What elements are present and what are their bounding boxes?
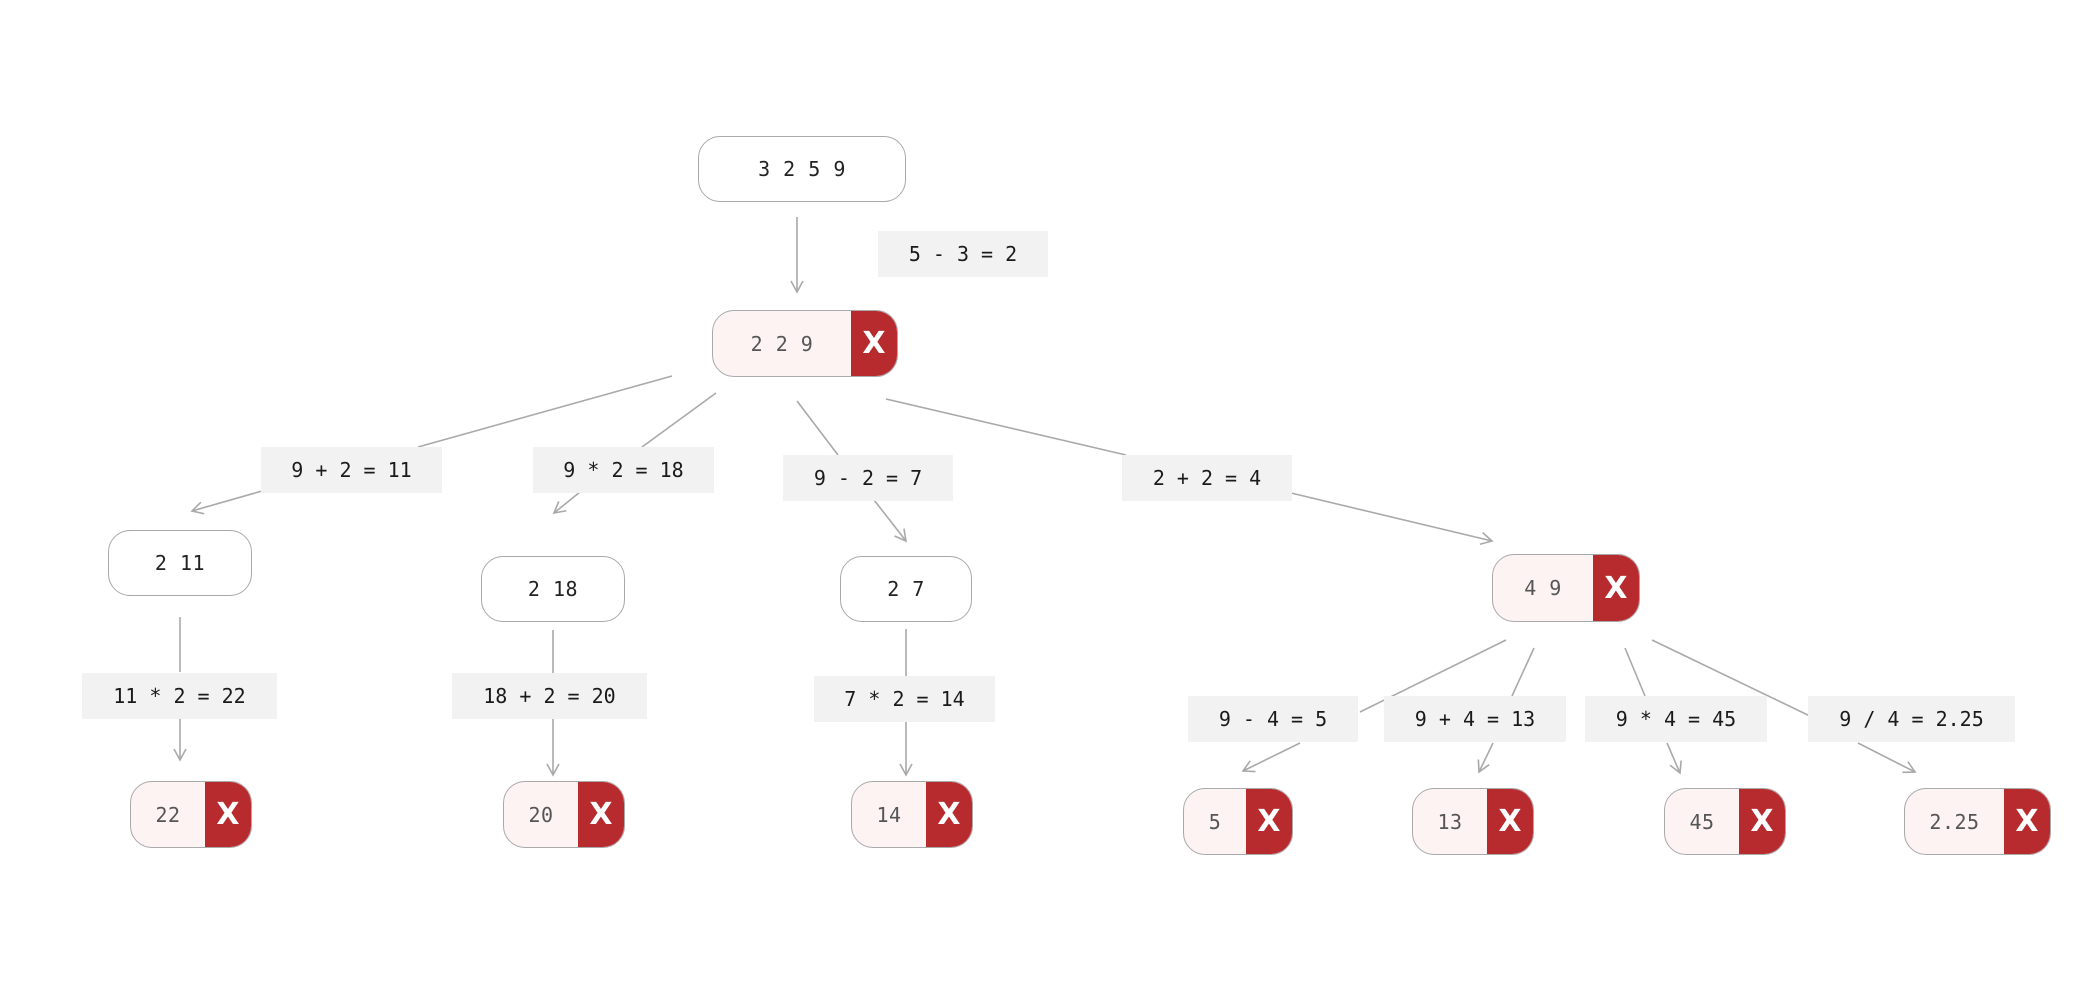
op-label-9-plus-2: 9 + 2 = 11 [261,447,442,493]
node-45: 45 X [1664,788,1786,855]
fail-x-icon: X [578,782,624,847]
op-label-11-times-2: 11 * 2 = 22 [82,673,277,719]
node-4-9-values: 4 9 [1524,576,1562,600]
op-label-2-plus-2: 2 + 2 = 4 [1122,455,1292,501]
edge-4-9-to-13-tail [1477,742,1494,774]
op-label-9-minus-4: 9 - 4 = 5 [1188,696,1358,742]
node-14: 14 X [851,781,973,848]
fail-x-icon: X [205,782,251,847]
node-4-9: 4 9 X [1492,554,1640,622]
node-14-value: 14 [876,802,902,827]
fail-x-icon: X [1593,555,1639,621]
edge-229-to-2-7 [796,400,839,456]
node-2-18: 2 18 [481,556,625,622]
fail-x-icon: X [1487,789,1533,854]
op-label-18-plus-2: 18 + 2 = 20 [452,673,647,719]
node-root-values: 3 2 5 9 [758,157,846,181]
edge-4-9-to-45 [1624,647,1646,697]
node-2-11: 2 11 [108,530,252,596]
op-label-9-div-4: 9 / 4 = 2.25 [1808,696,2015,742]
node-2-25: 2.25 X [1904,788,2051,855]
op-label-7-times-2: 7 * 2 = 14 [814,676,995,722]
edge-229-to-4-9 [885,398,1127,456]
node-2-25-value: 2.25 [1929,809,1980,834]
edge-229-to-2-18-tail [552,491,581,515]
node-20: 20 X [503,781,625,848]
node-13: 13 X [1412,788,1534,855]
op-label-5-minus-3: 5 - 3 = 2 [878,231,1048,277]
node-2-11-values: 2 11 [154,551,206,575]
node-2-2-9-values: 2 2 9 [750,331,814,356]
op-label-9-plus-4: 9 + 4 = 13 [1384,696,1566,742]
edge-229-to-2-7-tail [873,499,908,543]
edge-229-to-2-11-tail [190,490,263,515]
op-label-9-times-2: 9 * 2 = 18 [533,447,714,493]
edge-229-to-4-9-tail [1290,492,1494,546]
node-5: 5 X [1183,788,1293,855]
edge-4-9-to-225-tail [1857,742,1917,774]
node-22-value: 22 [155,802,181,827]
node-22: 22 X [130,781,252,848]
node-2-18-values: 2 18 [527,577,579,601]
edge-229-to-2-18 [641,392,717,448]
fail-x-icon: X [1246,789,1292,854]
op-label-9-minus-2: 9 - 2 = 7 [783,455,953,501]
node-5-value: 5 [1208,809,1222,834]
node-2-7-values: 2 7 [887,577,925,601]
fail-x-icon: X [2004,789,2050,854]
node-2-7: 2 7 [840,556,972,622]
fail-x-icon: X [926,782,972,847]
fail-x-icon: X [1739,789,1785,854]
edge-4-9-to-45-tail [1666,742,1682,775]
edge-4-9-to-225 [1651,639,1815,719]
node-2-2-9: 2 2 9 X [712,310,898,377]
node-root: 3 2 5 9 [698,136,906,202]
edge-4-9-to-5-tail [1241,742,1301,773]
node-13-value: 13 [1437,809,1463,834]
edge-4-9-to-13 [1511,647,1535,697]
node-45-value: 45 [1689,809,1715,834]
node-20-value: 20 [528,802,554,827]
fail-x-icon: X [851,311,897,376]
edge-229-to-2-11 [417,375,673,448]
op-label-9-times-4: 9 * 4 = 45 [1585,696,1767,742]
